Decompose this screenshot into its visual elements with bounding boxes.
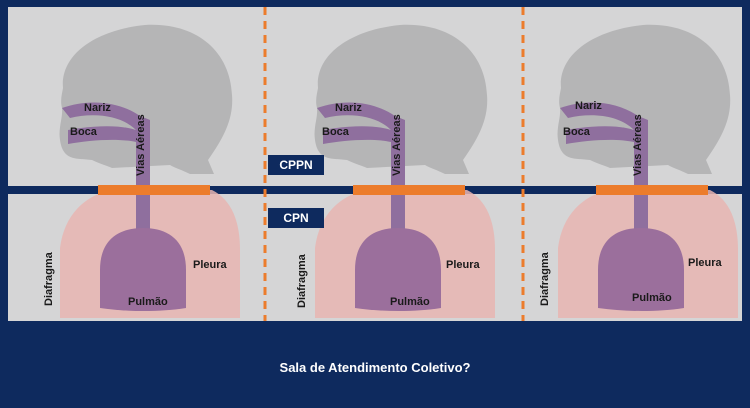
label-nariz: Nariz xyxy=(575,100,602,112)
label-diafragma: Diafragma xyxy=(296,254,308,308)
figure-panel-2 xyxy=(314,24,495,319)
label-vias-aereas: Vias Aéreas xyxy=(632,114,644,176)
caption: Sala de Atendimento Coletivo? xyxy=(279,360,471,375)
label-pulmao: Pulmão xyxy=(128,296,168,308)
band-cpn: CPN xyxy=(268,208,324,228)
label-diafragma: Diafragma xyxy=(539,252,551,306)
label-pulmao: Pulmão xyxy=(390,296,430,308)
label-nariz: Nariz xyxy=(335,102,362,114)
band-cppn: CPPN xyxy=(268,155,324,175)
figure-panel-3 xyxy=(557,24,738,319)
label-boca: Boca xyxy=(322,126,349,138)
label-nariz: Nariz xyxy=(84,102,111,114)
label-vias-aereas: Vias Aéreas xyxy=(391,114,403,176)
label-vias-aereas: Vias Aéreas xyxy=(135,114,147,176)
label-pleura: Pleura xyxy=(688,257,722,269)
label-pulmao: Pulmão xyxy=(632,292,672,304)
label-diafragma: Diafragma xyxy=(43,252,55,306)
figure-panel-1 xyxy=(59,24,241,319)
label-pleura: Pleura xyxy=(446,259,480,271)
label-boca: Boca xyxy=(563,126,590,138)
label-pleura: Pleura xyxy=(193,259,227,271)
label-boca: Boca xyxy=(70,126,97,138)
